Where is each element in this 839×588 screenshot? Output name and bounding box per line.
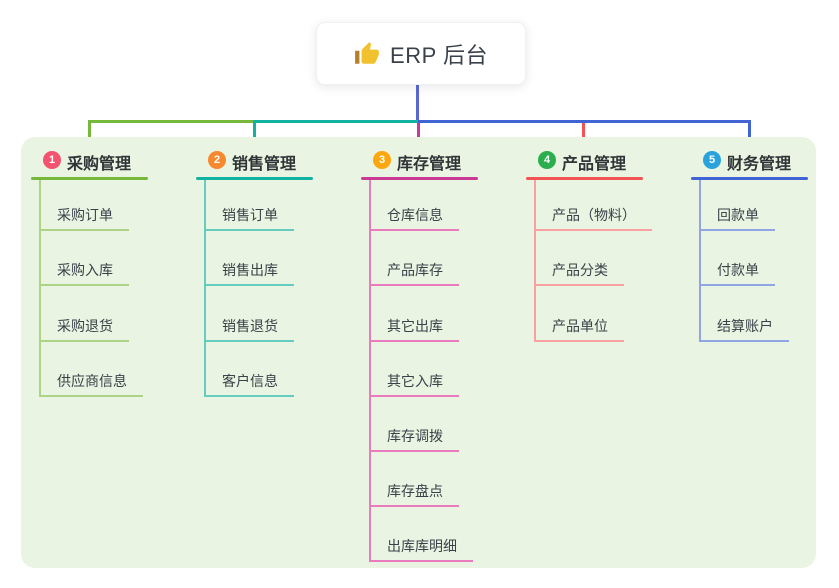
connector-branch3-drop <box>417 123 420 143</box>
branch-child-connector <box>39 180 41 397</box>
branch-child-connector <box>204 180 206 397</box>
connector-branch5-drop <box>748 120 751 143</box>
branch-purchase: 1 采购管理 采购订单 采购入库 采购退货 供应商信息 <box>31 137 181 577</box>
branch-title[interactable]: 产品管理 <box>562 156 627 173</box>
branch-finance: 5 财务管理 回款单 付款单 结算账户 <box>691 137 839 577</box>
branch-underline <box>526 177 643 180</box>
branch-title[interactable]: 销售管理 <box>232 156 297 173</box>
child-node[interactable]: 出库库明细 <box>369 536 473 562</box>
root-title: ERP 后台 <box>390 42 488 68</box>
connector-branch1-drop <box>88 120 91 143</box>
branch-inventory: 3 库存管理 仓库信息 产品库存 其它出库 其它入库 库存调拨 库存盘点 出库库… <box>361 137 511 577</box>
connector-branch4-drop <box>582 123 585 143</box>
child-node[interactable]: 仓库信息 <box>369 205 459 231</box>
branch-underline <box>691 177 808 180</box>
connector-branch2-drop <box>253 120 256 143</box>
branch-child-connector <box>369 180 371 562</box>
child-node[interactable]: 结算账户 <box>699 316 789 342</box>
child-node[interactable]: 回款单 <box>699 205 775 231</box>
branch-number-badge: 4 <box>538 151 556 169</box>
branch-product: 4 产品管理 产品（物料） 产品分类 产品单位 <box>526 137 676 577</box>
branch-number-badge: 5 <box>703 151 721 169</box>
child-node[interactable]: 付款单 <box>699 260 775 286</box>
branches-panel <box>21 137 816 568</box>
child-node[interactable]: 其它出库 <box>369 316 459 342</box>
child-node[interactable]: 其它入库 <box>369 371 459 397</box>
branch-number-badge: 2 <box>208 151 226 169</box>
child-node[interactable]: 销售订单 <box>204 205 294 231</box>
branch-number-badge: 1 <box>43 151 61 169</box>
child-node[interactable]: 库存调拨 <box>369 426 459 452</box>
child-node[interactable]: 采购订单 <box>39 205 129 231</box>
connector-branch5-horizontal <box>418 120 751 123</box>
branch-title[interactable]: 财务管理 <box>727 156 792 173</box>
child-node[interactable]: 采购入库 <box>39 260 129 286</box>
branch-title[interactable]: 库存管理 <box>397 156 462 173</box>
child-node[interactable]: 库存盘点 <box>369 481 459 507</box>
child-node[interactable]: 供应商信息 <box>39 371 143 397</box>
branch-underline <box>31 177 148 180</box>
branch-title[interactable]: 采购管理 <box>67 156 132 173</box>
child-node[interactable]: 销售出库 <box>204 260 294 286</box>
branch-sales: 2 销售管理 销售订单 销售出库 销售退货 客户信息 <box>196 137 346 577</box>
branch-child-connector <box>534 180 536 342</box>
child-node[interactable]: 客户信息 <box>204 371 294 397</box>
child-node[interactable]: 产品单位 <box>534 316 624 342</box>
branch-number-badge: 3 <box>373 151 391 169</box>
branch-underline <box>361 177 478 180</box>
child-node[interactable]: 产品库存 <box>369 260 459 286</box>
child-node[interactable]: 产品（物料） <box>534 205 652 231</box>
branch-underline <box>196 177 313 180</box>
child-node[interactable]: 采购退货 <box>39 316 129 342</box>
connector-branch1-horizontal <box>88 120 253 123</box>
root-connector-line <box>416 83 419 122</box>
child-node[interactable]: 产品分类 <box>534 260 624 286</box>
child-node[interactable]: 销售退货 <box>204 316 294 342</box>
connector-branch2-horizontal <box>253 120 418 123</box>
root-node[interactable]: ERP 后台 <box>316 22 526 85</box>
thumbs-up-icon <box>355 41 379 64</box>
branch-child-connector <box>699 180 701 342</box>
